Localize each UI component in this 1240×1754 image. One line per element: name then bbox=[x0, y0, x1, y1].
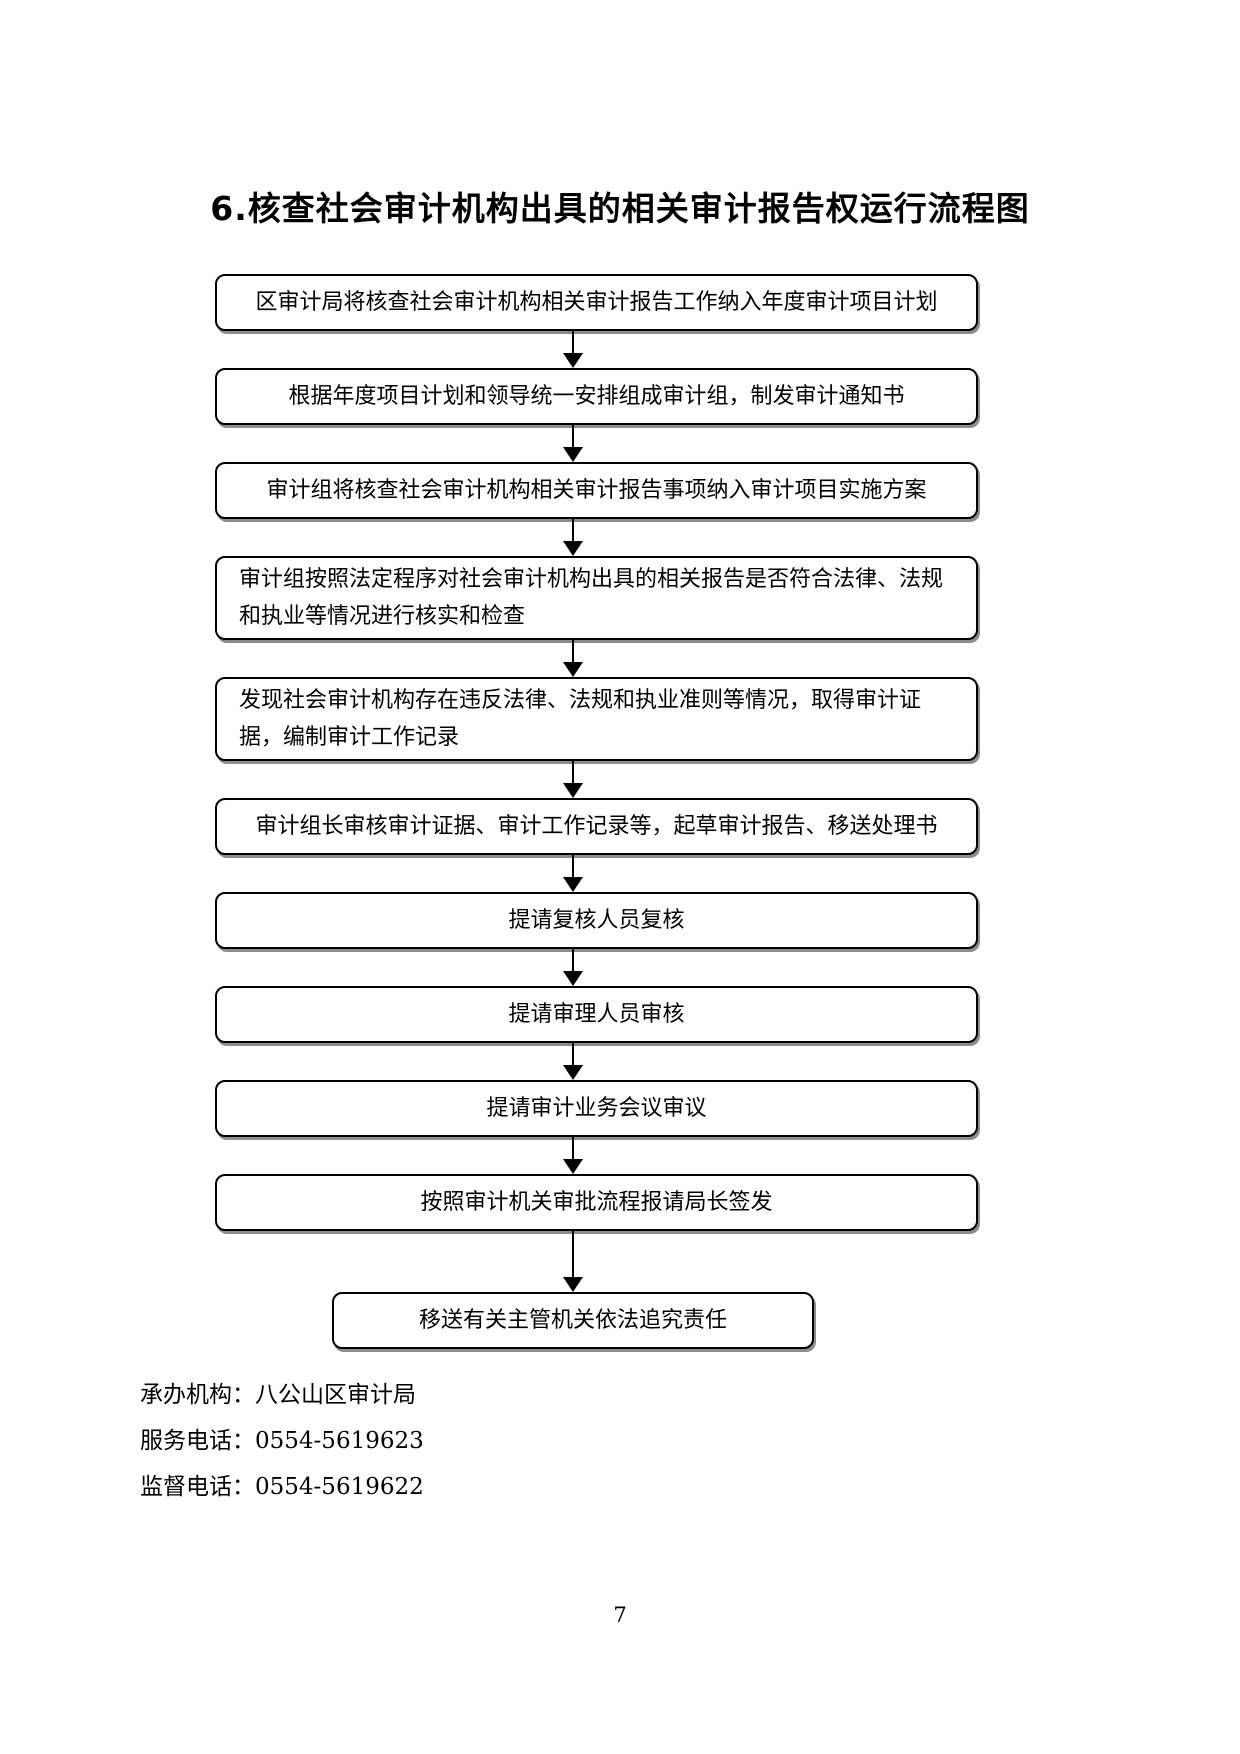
down-arrow-icon bbox=[215, 761, 978, 798]
flow-step-9: 提请审计业务会议审议 bbox=[215, 1080, 978, 1137]
flow-step-8: 提请审理人员审核 bbox=[215, 986, 978, 1043]
down-arrow-icon bbox=[215, 855, 978, 892]
flowchart: 区审计局将核查社会审计机构相关审计报告工作纳入年度审计项目计划 根据年度项目计划… bbox=[215, 274, 978, 1349]
footer-service-phone: 服务电话：0554-5619623 bbox=[140, 1428, 424, 1454]
flow-step-11: 移送有关主管机关依法追究责任 bbox=[332, 1292, 814, 1349]
page-number: 7 bbox=[613, 1603, 627, 1627]
flow-step-2: 根据年度项目计划和领导统一安排组成审计组，制发审计通知书 bbox=[215, 368, 978, 425]
down-arrow-icon bbox=[215, 640, 978, 677]
down-arrow-icon bbox=[215, 1043, 978, 1080]
flow-step-5: 发现社会审计机构存在违反法律、法规和执业准则等情况，取得审计证据，编制审计工作记… bbox=[215, 677, 978, 761]
down-arrow-icon bbox=[215, 1137, 978, 1174]
footer-organizer: 承办机构：八公山区审计局 bbox=[140, 1382, 416, 1408]
down-arrow-icon bbox=[215, 519, 978, 556]
page-title: 6.核查社会审计机构出具的相关审计报告权运行流程图 bbox=[210, 189, 1030, 228]
flow-step-3: 审计组将核查社会审计机构相关审计报告事项纳入审计项目实施方案 bbox=[215, 462, 978, 519]
flow-step-6: 审计组长审核审计证据、审计工作记录等，起草审计报告、移送处理书 bbox=[215, 798, 978, 855]
flow-step-7: 提请复核人员复核 bbox=[215, 892, 978, 949]
flow-step-10: 按照审计机关审批流程报请局长签发 bbox=[215, 1174, 978, 1231]
contact-info: 承办机构：八公山区审计局 服务电话：0554-5619623 监督电话：0554… bbox=[140, 1372, 424, 1510]
flow-step-1: 区审计局将核查社会审计机构相关审计报告工作纳入年度审计项目计划 bbox=[215, 274, 978, 331]
footer-supervision-phone: 监督电话：0554-5619622 bbox=[140, 1474, 424, 1500]
flow-step-4: 审计组按照法定程序对社会审计机构出具的相关报告是否符合法律、法规和执业等情况进行… bbox=[215, 556, 978, 640]
down-arrow-icon bbox=[215, 1231, 978, 1292]
down-arrow-icon bbox=[215, 331, 978, 368]
down-arrow-icon bbox=[215, 949, 978, 986]
down-arrow-icon bbox=[215, 425, 978, 462]
